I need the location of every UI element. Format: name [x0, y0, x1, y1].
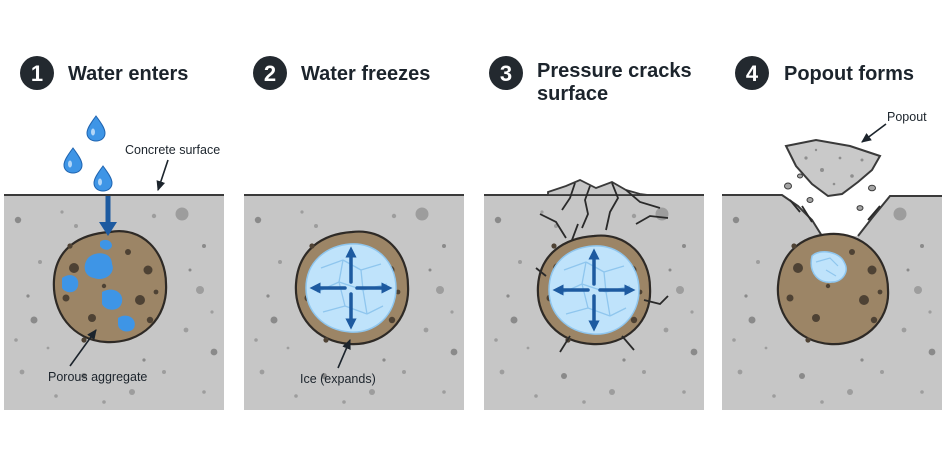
porous-aggregate-label: Porous aggregate: [48, 370, 147, 384]
water-drop-icon: [63, 147, 83, 174]
concrete-specks: [254, 207, 458, 404]
exposed-aggregate: [776, 232, 890, 346]
step-badge: [735, 56, 769, 90]
step-3-panel: [484, 179, 704, 410]
water-flow-arrow: [99, 196, 117, 236]
concrete-surface-leader: [156, 159, 169, 192]
concrete-specks: [494, 207, 698, 404]
water-drop-icon: [93, 165, 113, 192]
popout-label: Popout: [887, 110, 927, 124]
concrete-specks: [14, 207, 218, 404]
step-1-header: 1 Water enters: [20, 56, 188, 90]
concrete-surface-label: Concrete surface: [125, 143, 220, 157]
concrete-specks: [732, 207, 936, 404]
step-2-header: 2 Water freezes: [253, 56, 430, 90]
step-badge: [253, 56, 287, 90]
step-title: Pressure cracks: [537, 60, 692, 82]
popout-leader: [861, 123, 887, 143]
step-title: Water freezes: [301, 63, 430, 85]
expansion-arrows: [309, 246, 393, 330]
step-4-panel: Popout: [722, 110, 942, 410]
porous-aggregate-leader: [69, 329, 97, 367]
popout-crater-edge: [722, 194, 942, 237]
concrete-debris: [784, 173, 876, 211]
step-badge: [20, 56, 54, 90]
step-number: 3: [500, 61, 512, 86]
step-badge: [489, 56, 523, 90]
step-3-header: 3 Pressure cracks surface: [489, 56, 692, 105]
frozen-aggregate: [294, 230, 410, 346]
step-4-header: 4 Popout forms: [735, 56, 914, 90]
step-title: Water enters: [68, 63, 188, 85]
popout-fragment: [784, 138, 882, 198]
cracked-surface: [539, 179, 669, 241]
ice-expands-leader: [337, 338, 351, 369]
step-number: 1: [31, 61, 43, 86]
frozen-aggregate: [535, 234, 669, 353]
step-number: 4: [746, 61, 759, 86]
porous-aggregate: [52, 230, 168, 344]
step-1-panel: Concrete surface Porous aggregate: [4, 115, 224, 410]
water-drop-icon: [86, 115, 106, 142]
step-2-panel: Ice (expands): [244, 194, 464, 410]
step-number: 2: [264, 61, 276, 86]
step-title-line-2: surface: [537, 83, 608, 105]
expansion-arrows: [552, 248, 636, 332]
step-title: Popout forms: [784, 63, 914, 85]
ice-expands-label: Ice (expands): [300, 372, 376, 386]
